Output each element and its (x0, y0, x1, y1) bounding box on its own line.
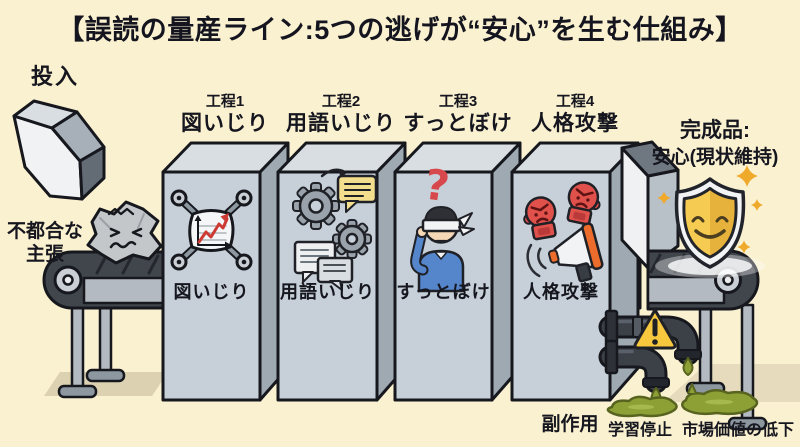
product-label-line2: 安心(現状維持) (651, 147, 779, 169)
process-4-plate: 人格攻撃 (523, 282, 599, 302)
process-4-step: 工程4 (555, 93, 595, 110)
process-4-name: 人格攻撃 (531, 112, 619, 135)
input-label: 投入 (30, 64, 79, 89)
process-1-header: 工程1 図いじり (160, 93, 290, 136)
process-1-step: 工程1 (205, 93, 245, 110)
machine-3: ? (393, 141, 522, 402)
claim-label: 不都合な 主張 (0, 221, 90, 267)
process-3-header: 工程3 すっとぼけ (393, 93, 523, 136)
process-4-header: 工程4 人格攻撃 (510, 93, 640, 136)
product-label: 完成品: 安心(現状維持) (633, 117, 797, 171)
process-3-name: すっとぼけ (403, 112, 513, 135)
drip-label-learning-stop: 学習停止 (607, 422, 672, 439)
smiling-shield-icon (655, 165, 765, 278)
process-3-plate: すっとぼけ (396, 282, 491, 302)
gears-speech-icon (292, 168, 378, 291)
process-2-header: 工程2 用語いじり (276, 93, 406, 136)
process-2-step: 工程2 (321, 93, 361, 110)
chart-tamper-icon (170, 189, 253, 271)
page-title: 【誤読の量産ライン:5つの逃げが“安心”を生む仕組み】 (57, 15, 743, 45)
process-2-name: 用語いじり (286, 112, 396, 135)
leak-pipes-icon (598, 309, 702, 394)
product-label-line1: 完成品: (680, 119, 750, 142)
crumpled-claim-icon (86, 200, 163, 265)
boxing-gloves-megaphone-icon (523, 181, 604, 283)
process-1-name: 図いじり (181, 112, 269, 135)
blindfold-person-icon: ? (410, 160, 475, 293)
process-3-step: 工程3 (438, 93, 478, 110)
side-effect-label: 副作用 (541, 414, 599, 435)
drip-label-market-value: 市場価値の低下 (681, 422, 794, 439)
machine-2 (276, 141, 407, 402)
claim-label-line2: 主張 (25, 243, 64, 265)
machine-1 (161, 141, 290, 402)
puddles (606, 383, 759, 418)
process-2-plate: 用語いじり (280, 282, 375, 302)
input-chute-icon (12, 99, 106, 201)
warning-triangle-icon (633, 308, 677, 350)
claim-label-line1: 不都合な (6, 221, 83, 242)
process-1-plate: 図いじり (173, 282, 250, 302)
